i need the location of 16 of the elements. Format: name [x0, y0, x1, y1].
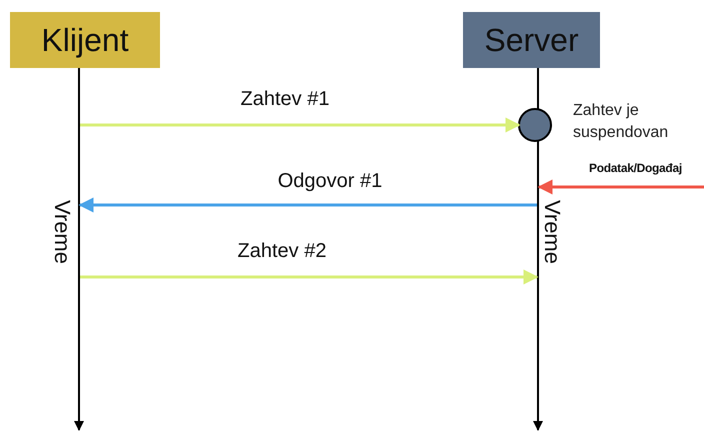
suspend-circle: [518, 108, 552, 142]
lifeline-arrow: [533, 68, 543, 431]
arrow: [80, 270, 538, 284]
participant-box: Klijent: [10, 12, 160, 68]
arrow: [80, 118, 520, 132]
arrow: [538, 180, 704, 194]
arrow: [78, 198, 537, 212]
edge-label: Odgovor #1: [278, 170, 382, 193]
lifeline-arrow: [74, 68, 84, 431]
edge-label: Zahtev #1: [240, 88, 330, 111]
axis-label: Vreme: [539, 200, 565, 264]
axis-label: Vreme: [49, 200, 75, 264]
edge-label: Zahtev #2: [238, 240, 326, 263]
node-caption: Zahtev je suspendovan: [573, 101, 670, 143]
edge-label: Podatak/Događaj: [589, 161, 682, 175]
participant-box: Server: [463, 12, 600, 68]
